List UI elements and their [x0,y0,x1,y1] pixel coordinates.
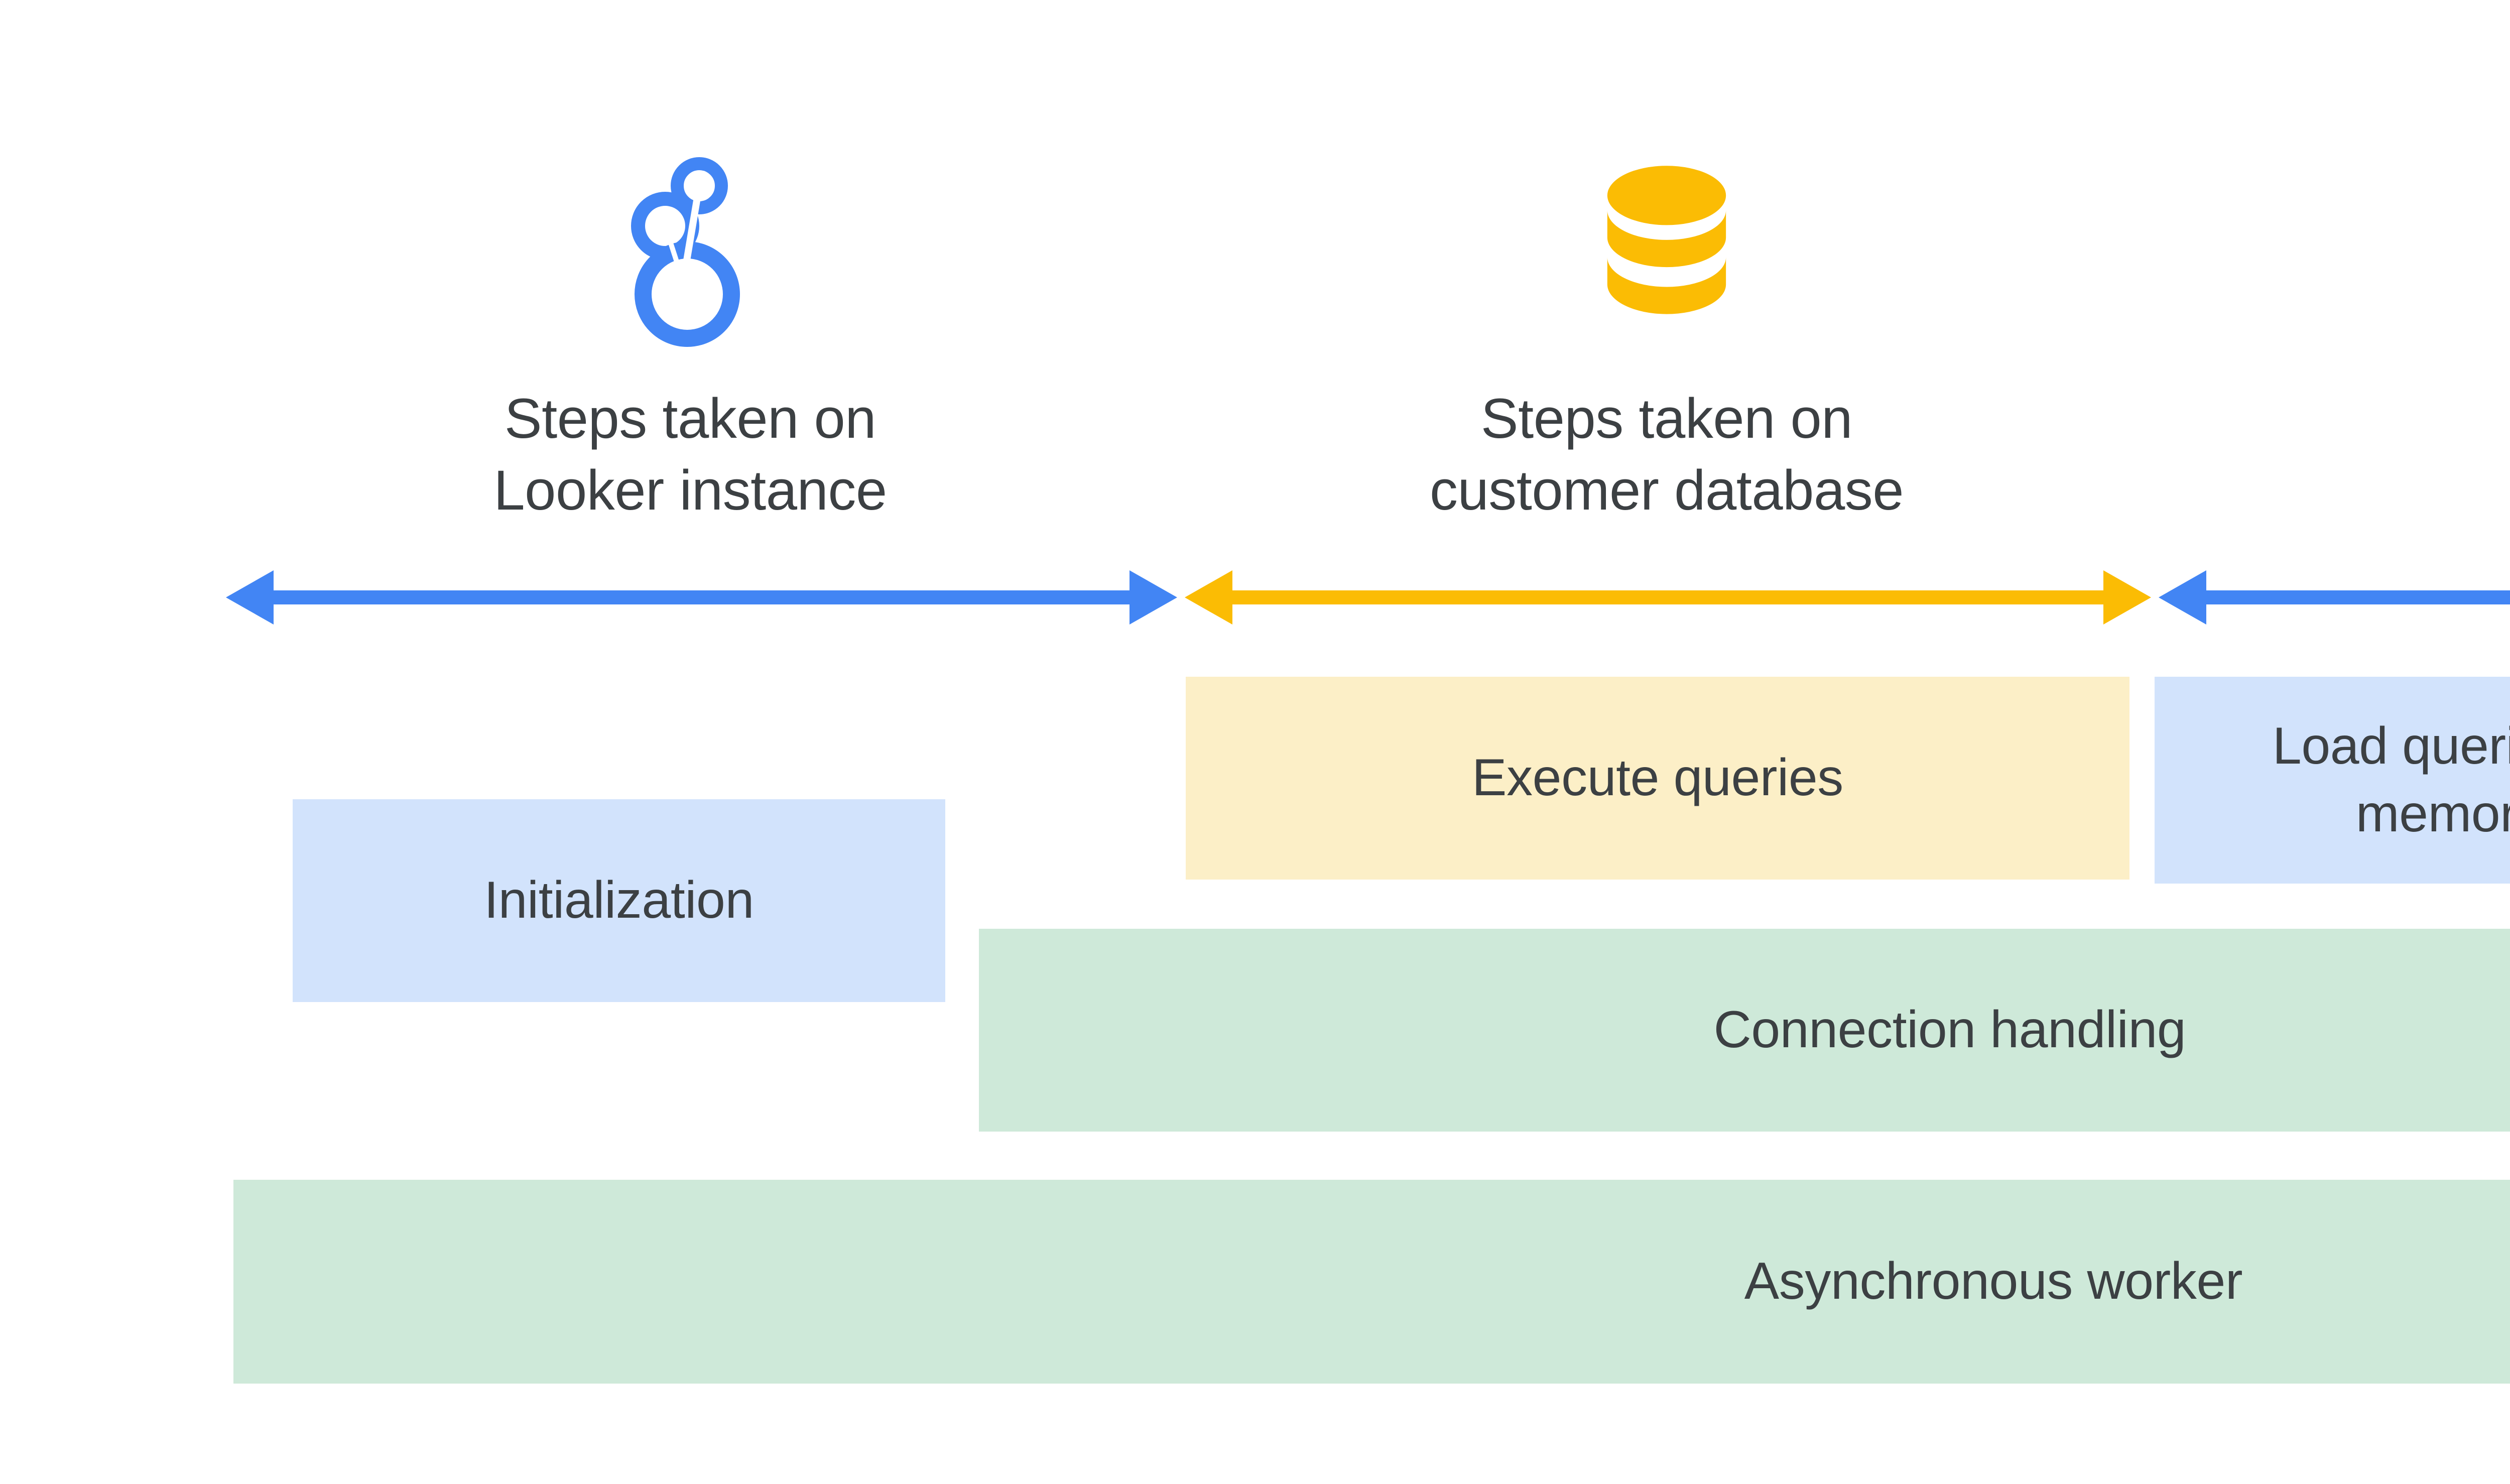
stage-box-connection-handling[interactable]: Connection handling [979,929,2510,1132]
stage-box-asynchronous-worker[interactable]: Asynchronous worker [233,1180,2510,1384]
arrow-looker-right [2159,570,2510,625]
database-icon [1586,161,1747,346]
stage-box-initialization[interactable]: Initialization [293,799,945,1002]
arrow-customer-database [1185,570,2151,625]
phase-arrows [0,566,2510,632]
arrow-looker-left [226,570,1177,625]
phase-label-customer-database: Steps taken on customer database [1429,387,1904,522]
phase-label-looker-left: Steps taken on Looker instance [493,387,887,522]
stage-box-execute-queries[interactable]: Execute queries [1186,677,2129,880]
looker-logo-icon [625,151,756,351]
stage-box-load-queries-memory[interactable]: Load queries in memory [2155,677,2510,884]
